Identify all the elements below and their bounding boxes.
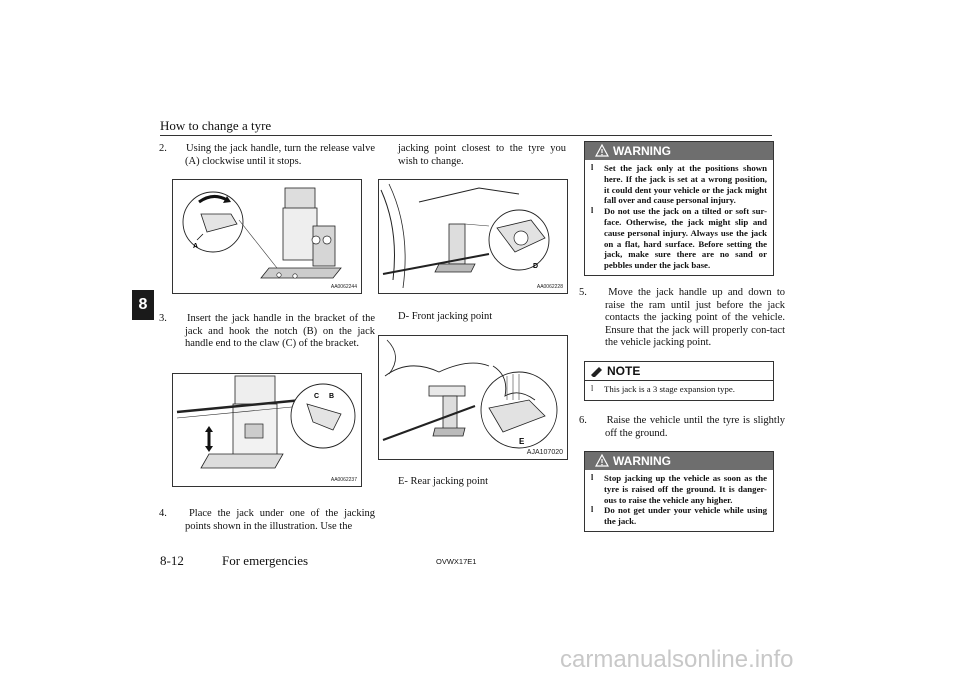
page-header-title: How to change a tyre xyxy=(160,118,272,133)
step-4: 4. Place the jack under one of the jacki… xyxy=(159,508,376,533)
step-number: 5. xyxy=(579,287,587,298)
caption-front-jacking-point: D- Front jacking point xyxy=(398,311,493,322)
step-text: Raise the vehicle until the tyre is slig… xyxy=(605,415,785,439)
step-4-continuation: jacking point closest to the tyre you wi… xyxy=(398,143,566,167)
bullet-icon: l xyxy=(591,505,594,515)
bullet-icon: l xyxy=(591,206,594,216)
bullet-icon: l xyxy=(591,163,594,172)
warning-title: WARNING xyxy=(613,144,671,158)
warning-triangle-icon xyxy=(595,454,609,467)
figure-code: AA0062237 xyxy=(330,477,357,483)
warning-triangle-icon xyxy=(595,144,609,157)
section-title: For emergencies xyxy=(222,553,309,568)
step-number: 3. xyxy=(159,313,167,324)
step-text: Move the jack handle up and down to rais… xyxy=(605,287,786,348)
note-title: NOTE xyxy=(607,364,641,378)
step-text: Place the jack under one of the jacking … xyxy=(185,508,376,532)
step-text: Insert the jack handle in the bracket of… xyxy=(185,313,375,349)
front-jacking-point-figure: D AA0062228 xyxy=(378,179,568,294)
bullet-icon: l xyxy=(591,384,594,393)
note-header: NOTE xyxy=(585,362,773,381)
jack-handle-figure: C B AA0062237 xyxy=(172,373,362,487)
caption-rear-jacking-point: E- Rear jacking point xyxy=(398,476,489,487)
figure-code: AA0062244 xyxy=(330,284,357,290)
figure-label-b: B xyxy=(329,393,334,400)
warning-header: WARNING xyxy=(585,142,773,160)
step-text: Using the jack handle, turn the release … xyxy=(185,143,375,167)
jack-release-valve-figure: A AA0062244 xyxy=(172,179,362,294)
figure-code: AA0062228 xyxy=(536,284,563,290)
warning-header: WARNING xyxy=(585,452,773,470)
header-rule xyxy=(160,135,772,136)
bullet-icon: l xyxy=(591,473,594,482)
figure-code: AJA107020 xyxy=(526,449,563,456)
step-number: 6. xyxy=(579,415,587,426)
page-number: 8-12 xyxy=(160,553,184,568)
step-3: 3. Insert the jack handle in the bracket… xyxy=(159,313,375,351)
warning-title: WARNING xyxy=(613,454,671,468)
step-number: 2. xyxy=(159,143,167,154)
figure-label-c: C xyxy=(314,393,319,400)
step-5: 5. Move the jack handle up and down to r… xyxy=(579,287,786,350)
step-2: 2. Using the jack handle, turn the relea… xyxy=(159,143,375,168)
document-code: OVWX17E1 xyxy=(436,557,477,566)
watermark: carmanualsonline.info xyxy=(560,646,794,673)
figure-label-e: E xyxy=(519,437,525,446)
figure-label-d: D xyxy=(533,263,538,270)
step-6: 6. Raise the vehicle until the tyre is s… xyxy=(579,415,785,440)
chapter-tab: 8 xyxy=(132,290,154,320)
rear-jacking-point-figure: E AJA107020 xyxy=(378,335,568,460)
step-number: 4. xyxy=(159,508,167,519)
figure-label-a: A xyxy=(193,243,198,250)
note-pencil-icon xyxy=(591,367,602,377)
